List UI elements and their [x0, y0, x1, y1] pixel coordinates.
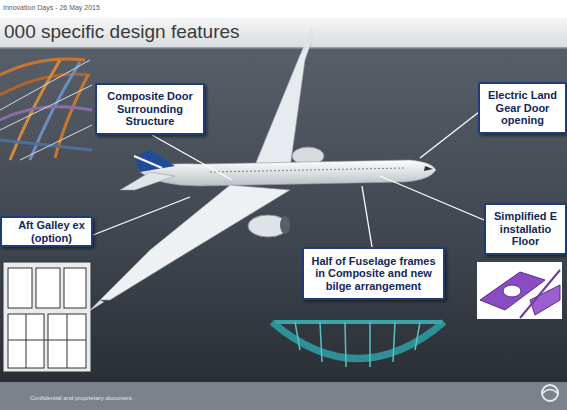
- callout-box: Simplified E installatio Floor: [484, 203, 567, 255]
- callout-text: Simplified E installatio Floor: [489, 210, 562, 248]
- callout-box: Aft Galley ex (option): [0, 216, 93, 247]
- callout-text: Half of Fuselage frames in Composite and…: [310, 255, 437, 293]
- callout-box: Half of Fuselage frames in Composite and…: [302, 247, 445, 300]
- callout-box: Composite Door Surrounding Structure: [95, 83, 205, 135]
- header-note: Innovation Days - 26 May 2015: [3, 4, 100, 11]
- slide-title: 000 specific design features: [4, 21, 240, 43]
- aircraft-illustration: [88, 28, 436, 312]
- callout-text: Composite Door Surrounding Structure: [103, 90, 197, 128]
- callout-text: Electric Land Gear Door opening: [484, 89, 561, 127]
- footer-note: Confidential and proprietary document.: [30, 395, 133, 401]
- callout-text: Aft Galley ex (option): [18, 219, 85, 244]
- callout-box: Electric Land Gear Door opening: [478, 82, 567, 134]
